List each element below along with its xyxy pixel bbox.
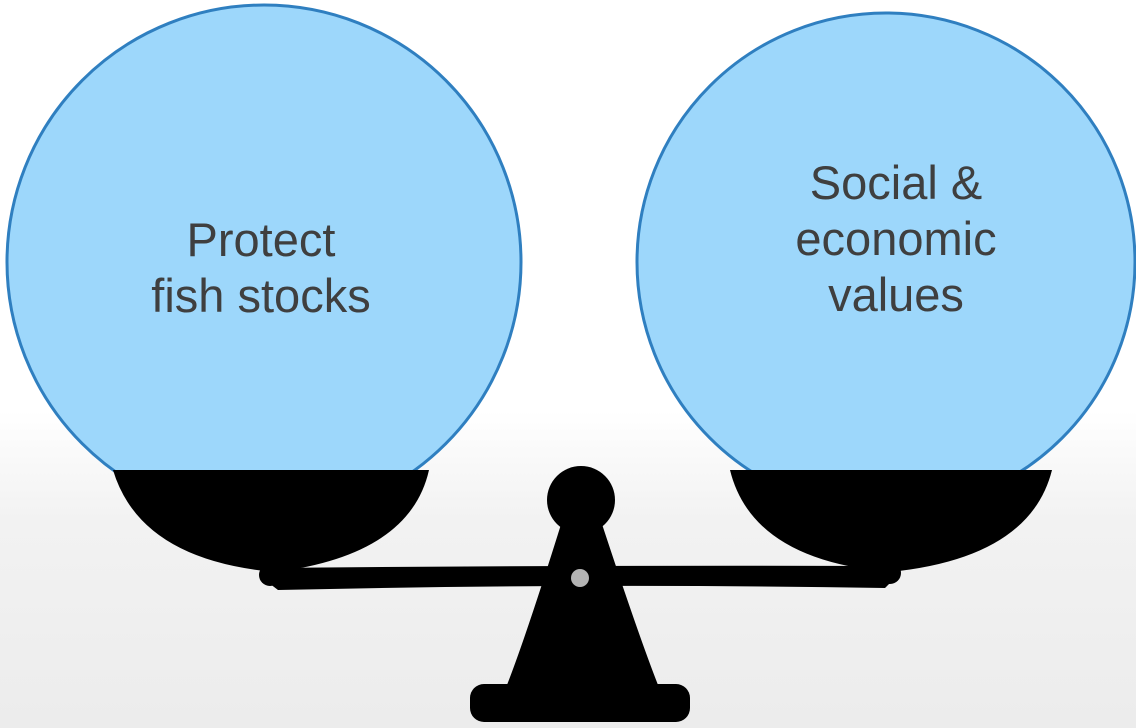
left-pan bbox=[113, 470, 429, 572]
beam-right-end bbox=[879, 562, 901, 584]
right-pan bbox=[730, 470, 1052, 572]
stand-base bbox=[505, 518, 660, 690]
stand-knob bbox=[547, 466, 615, 534]
right-ball-label: Social & economic values bbox=[795, 156, 997, 321]
left-ball-label: Protect fish stocks bbox=[151, 213, 371, 322]
stand-foot bbox=[470, 684, 690, 722]
pivot-dot bbox=[571, 569, 589, 587]
beam-left-end bbox=[259, 564, 281, 586]
